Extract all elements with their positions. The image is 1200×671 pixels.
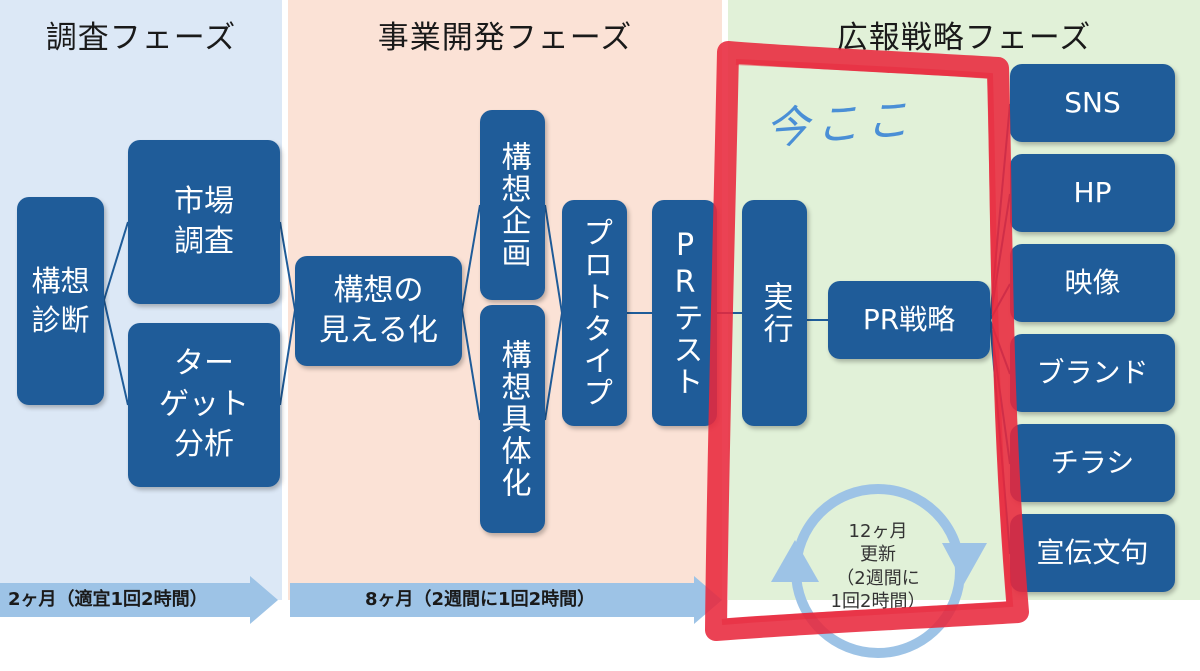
timeline-arrow-phase2 xyxy=(290,576,722,624)
timeline-label-phase2: 8ヶ月（2週間に1回2時間） xyxy=(365,589,596,610)
node-pr-test: PRテスト xyxy=(652,200,717,426)
node-target-analysis: ター ゲット 分析 xyxy=(128,323,280,487)
node-video: 映像 xyxy=(1010,244,1175,322)
node-concept-visualization: 構想の 見える化 xyxy=(295,256,462,366)
business-dev-phase-title: 事業開発フェーズ xyxy=(377,20,633,56)
node-sns: SNS xyxy=(1010,64,1175,142)
node-concept-planning: 構想企画 xyxy=(480,110,545,300)
node-prototype: プロトタイプ xyxy=(562,200,627,426)
timeline-label-phase1: 2ヶ月（適宜1回2時間） xyxy=(8,589,208,610)
node-flyer: チラシ xyxy=(1010,424,1175,502)
node-ad-copy: 宣伝文句 xyxy=(1010,514,1175,592)
node-concept-diagnosis: 構想 診断 xyxy=(17,197,104,405)
timeline-arrow-phase1 xyxy=(0,576,278,624)
node-execution: 実行 xyxy=(742,200,807,426)
node-concept-materialization: 構想具体化 xyxy=(480,305,545,533)
cycle-arrow-down-icon xyxy=(942,543,987,584)
research-phase-title: 調査フェーズ xyxy=(45,20,237,56)
cycle-label: 12ヶ月 更新 （2週間に 1回2時間） xyxy=(830,521,926,613)
node-brand: ブランド xyxy=(1010,334,1175,412)
pr-strategy-phase-title: 広報戦略フェーズ xyxy=(836,20,1092,56)
current-position-annotation: 今ここ xyxy=(763,93,917,156)
node-pr-strategy: PR戦略 xyxy=(828,281,990,359)
node-hp: HP xyxy=(1010,154,1175,232)
cycle-arrow-up-icon xyxy=(771,540,819,582)
node-market-research: 市場 調査 xyxy=(128,140,280,304)
